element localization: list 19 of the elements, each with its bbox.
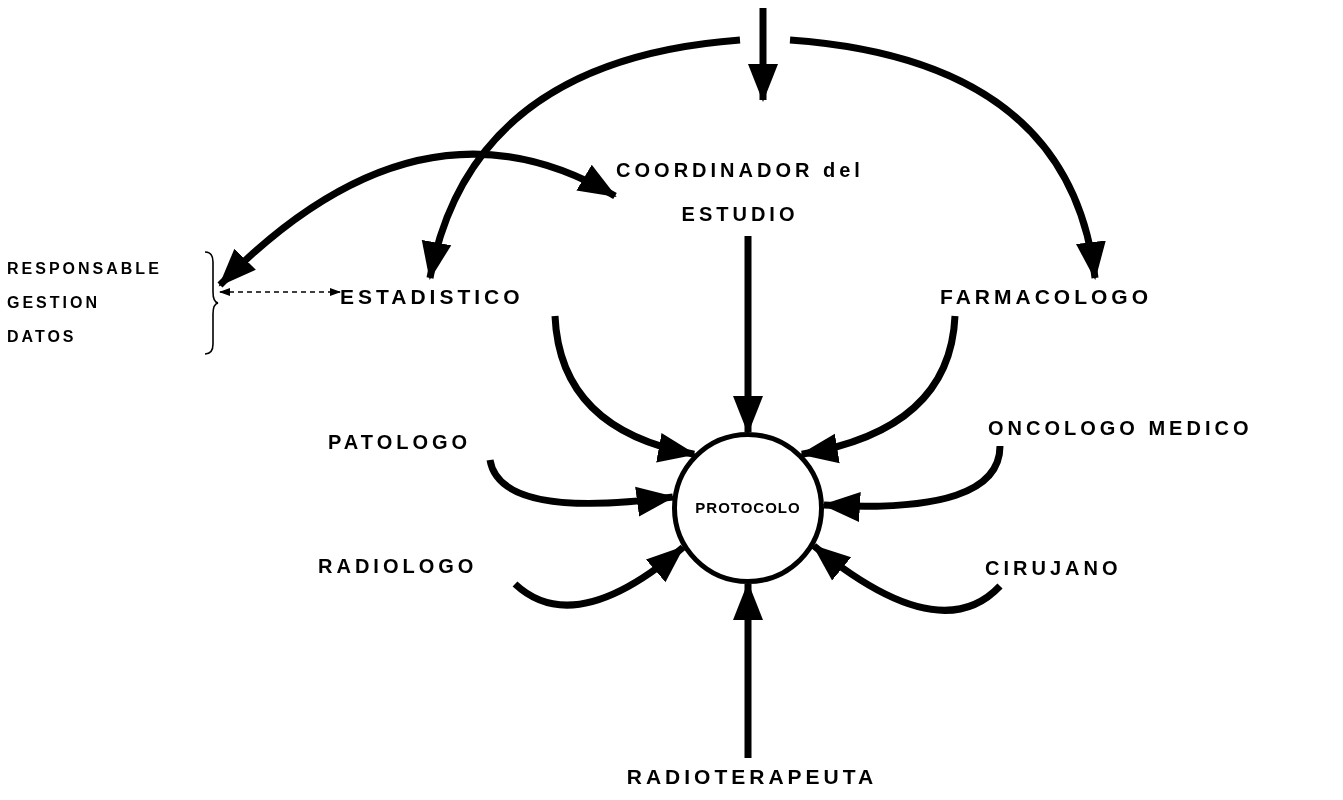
role-label: FARMACOLOGO	[940, 278, 1220, 316]
role-label: RESPONSABLE GESTION DATOS	[7, 259, 162, 347]
arrow	[219, 288, 341, 296]
arrow	[799, 315, 959, 463]
arrow	[551, 315, 697, 462]
role-label: CIRUJANO	[985, 550, 1165, 586]
role-label: ONCOLOGO MEDICO	[988, 410, 1333, 446]
arrow	[486, 459, 675, 517]
arrow	[821, 445, 1004, 522]
arrow	[789, 36, 1104, 280]
arrow	[512, 544, 686, 609]
role-label: RADIOLOGO	[318, 548, 530, 584]
role-label: RADIOTERAPEUTA	[582, 758, 922, 796]
role-label: ESTADISTICO	[340, 278, 572, 316]
role-label: COORDINADOR del ESTUDIO	[615, 100, 865, 236]
arrow	[217, 150, 617, 288]
arrow	[423, 36, 741, 280]
arrow	[811, 543, 1003, 614]
role-label: PATOLOGO	[328, 424, 496, 460]
